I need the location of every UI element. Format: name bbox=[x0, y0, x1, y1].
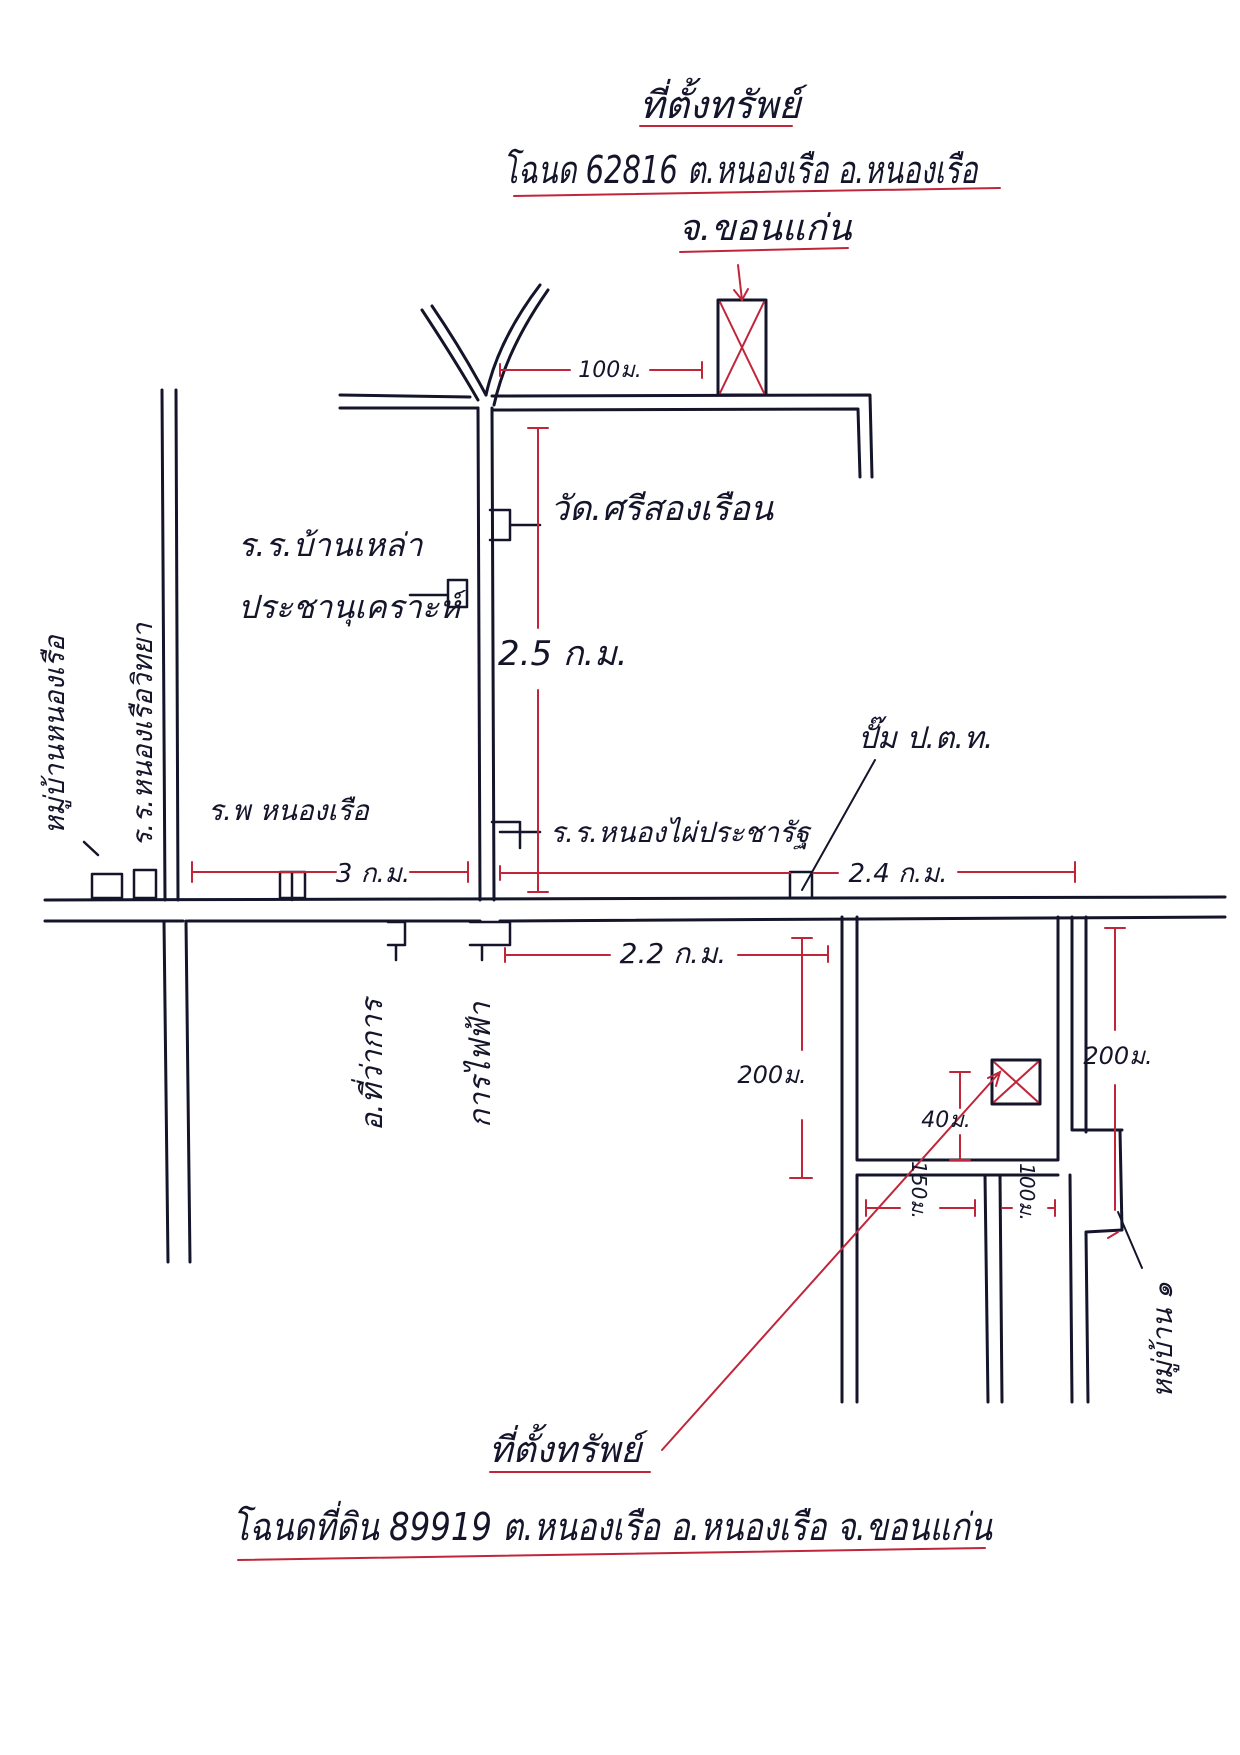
right-lane-inner bbox=[983, 1173, 1004, 1404]
top-road-east-south bbox=[490, 407, 862, 479]
label-2-4km: 2.4 ก.ม. bbox=[848, 859, 947, 889]
top-province-line: จ.ขอนแก่น bbox=[679, 208, 853, 249]
highway-south-edge bbox=[43, 915, 1227, 923]
top-road-west-north bbox=[338, 393, 472, 399]
fork-right-outer bbox=[492, 288, 550, 407]
right-block-lower bbox=[855, 1173, 1060, 1404]
label-2-2km: 2.2 ก.ม. bbox=[620, 937, 727, 970]
label-school-baan-lao-1: ร.ร.บ้านเหล่า bbox=[238, 526, 424, 564]
far-right-road-jog bbox=[1084, 1128, 1124, 1404]
left-road-east-edge bbox=[174, 388, 192, 1264]
top-deed-line: โฉนด 62816 ต.หนองเรือ อ.หนองเรือ bbox=[503, 148, 980, 192]
road-network bbox=[43, 283, 1227, 1404]
label-100m-top: 100ม. bbox=[578, 358, 642, 383]
label-200m-left: 200ม. bbox=[737, 1061, 806, 1089]
fork-left-outer bbox=[420, 308, 480, 402]
label-hospital: ร.พ หนองเรือ bbox=[208, 794, 370, 827]
label-school-nong-ruea-wittaya: ร.ร.หนองเรือวิทยา bbox=[126, 622, 159, 847]
dimension-lines bbox=[191, 361, 1126, 1217]
far-right-road-west bbox=[1070, 915, 1124, 1132]
label-3km: 3 ก.ม. bbox=[336, 859, 410, 889]
left-road-west-edge bbox=[160, 388, 170, 1264]
top-road-east-north bbox=[490, 393, 874, 479]
label-100m-small: 100ม. bbox=[1015, 1163, 1039, 1221]
top-title-block: ที่ตั้งทรัพย์ โฉนด 62816 ต.หนองเรือ อ.หน… bbox=[503, 77, 1001, 253]
right-lane-block-edge bbox=[1068, 1173, 1074, 1404]
fork-right-inner bbox=[484, 283, 542, 397]
label-village-1: หมู่บ้าน ๑ bbox=[1146, 1282, 1180, 1398]
label-2-5km: 2.5 ก.ม. bbox=[498, 634, 628, 674]
bottom-title-block: ที่ตั้งทรัพย์ โฉนดที่ดิน 89919 ต.หนองเรื… bbox=[232, 1423, 993, 1561]
label-40m: 40ม. bbox=[921, 1108, 971, 1133]
label-school-nong-phai: ร.ร.หนองไผ่ประชารัฐ bbox=[550, 816, 812, 850]
label-district-office: อ.ที่ว่าการ bbox=[351, 995, 390, 1131]
bottom-deed-line: โฉนดที่ดิน 89919 ต.หนองเรือ อ.หนองเรือ จ… bbox=[232, 1500, 993, 1549]
highway-north-edge bbox=[43, 895, 1227, 902]
property-parcel-bottom bbox=[990, 1058, 1042, 1106]
top-heading: ที่ตั้งทรัพย์ bbox=[639, 77, 808, 127]
label-150m: 150ม. bbox=[907, 1161, 931, 1219]
label-village-nong-ruea: หมู่บ้านหนองเรือ bbox=[38, 634, 72, 834]
label-200m-right: 200ม. bbox=[1083, 1042, 1152, 1070]
label-ptt-station: ปั๊ม ป.ต.ท. bbox=[858, 716, 993, 756]
label-school-baan-lao-2: ประชานุเคราะห์ bbox=[238, 588, 466, 627]
center-road-east-edge bbox=[490, 406, 496, 902]
bottom-heading: ที่ตั้งทรัพย์ bbox=[489, 1423, 649, 1471]
label-electricity: การไฟฟ้า bbox=[463, 1001, 498, 1128]
landmark-symbols bbox=[82, 508, 814, 962]
center-road-west-edge bbox=[476, 406, 482, 902]
label-temple: วัด.ศรีสองเรือน bbox=[550, 489, 774, 529]
pointer-lines bbox=[661, 264, 1143, 1451]
fork-left-inner bbox=[430, 304, 488, 397]
property-parcel-top bbox=[716, 298, 768, 397]
